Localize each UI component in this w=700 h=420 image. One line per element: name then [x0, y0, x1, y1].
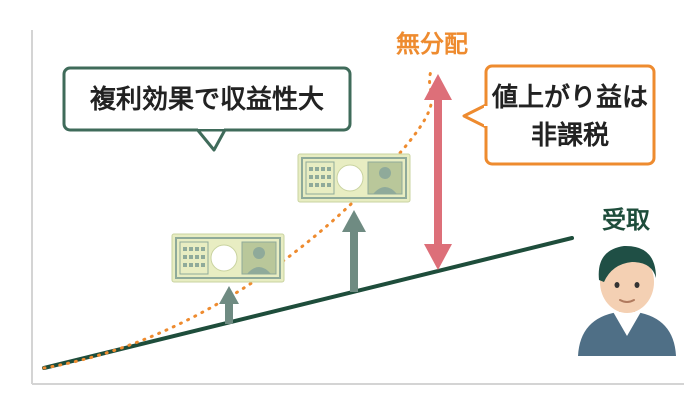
tax-free-label-line2: 非課税 — [531, 120, 609, 151]
double-headed-arrow-icon — [424, 74, 452, 270]
speech-bubble-tax-free: 値上がり益は 非課税 — [462, 64, 656, 166]
no-distribution-label: 無分配 — [396, 30, 468, 58]
received-label: 受取 — [602, 206, 650, 234]
tax-free-label-line1: 値上がり益は — [491, 82, 648, 113]
yen-banknote-icon — [171, 233, 285, 283]
received-line — [42, 236, 574, 370]
up-arrow-icon — [219, 286, 239, 324]
speech-bubble-compound: 複利効果で収益性大 — [62, 66, 352, 152]
yen-banknote-icon — [297, 153, 411, 203]
compound-effect-label: 複利効果で収益性大 — [90, 84, 324, 115]
up-arrow-icon — [342, 210, 366, 292]
compound-growth-curve — [42, 66, 434, 370]
businessman-avatar-icon — [578, 245, 676, 356]
